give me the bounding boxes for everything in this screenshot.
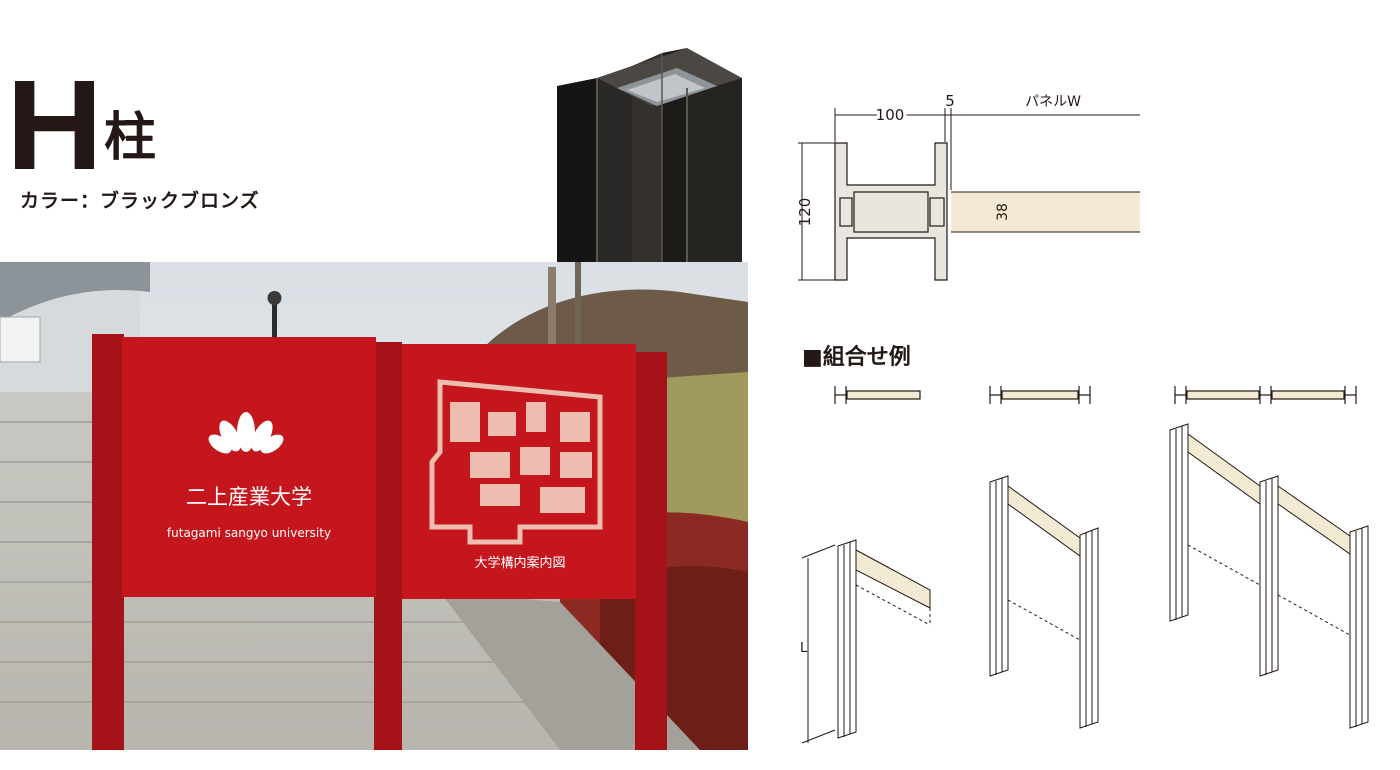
- color-description: カラー：ブラックブロンズ: [20, 190, 260, 212]
- dimension-5: 5: [945, 92, 955, 110]
- length-label: L: [800, 641, 808, 656]
- university-name-jp: 二上産業大学: [186, 485, 312, 509]
- combo-iso-2: [989, 475, 1099, 729]
- product-title-letter: H: [6, 54, 103, 197]
- combo-plan-3: [1174, 386, 1357, 404]
- cross-section-diagram: 100 5 パネルW 120 38: [796, 92, 1140, 281]
- combination-heading: ■組合せ例: [802, 345, 911, 370]
- map-caption: 大学構内案内図: [474, 555, 565, 571]
- dimension-panel-w: パネルW: [1025, 94, 1081, 110]
- dimension-120: 120: [796, 198, 814, 227]
- combo-iso-3: [1169, 423, 1369, 729]
- combination-examples: L: [800, 386, 1369, 744]
- university-logo: [208, 412, 284, 454]
- h-post-profile-photo: [557, 48, 742, 262]
- dimension-38: 38: [995, 203, 1011, 221]
- university-name-en: futagami sangyo university: [167, 526, 331, 540]
- installation-photo: 二上産業大学 futagami sangyo university 大学構内案内…: [0, 262, 748, 750]
- dimension-100: 100: [876, 106, 905, 124]
- combo-plan-1: [834, 386, 921, 404]
- combo-plan-2: [989, 386, 1091, 404]
- combo-iso-1: [801, 539, 931, 744]
- campus-map: [429, 379, 603, 545]
- product-title-kanji: 柱: [104, 108, 157, 168]
